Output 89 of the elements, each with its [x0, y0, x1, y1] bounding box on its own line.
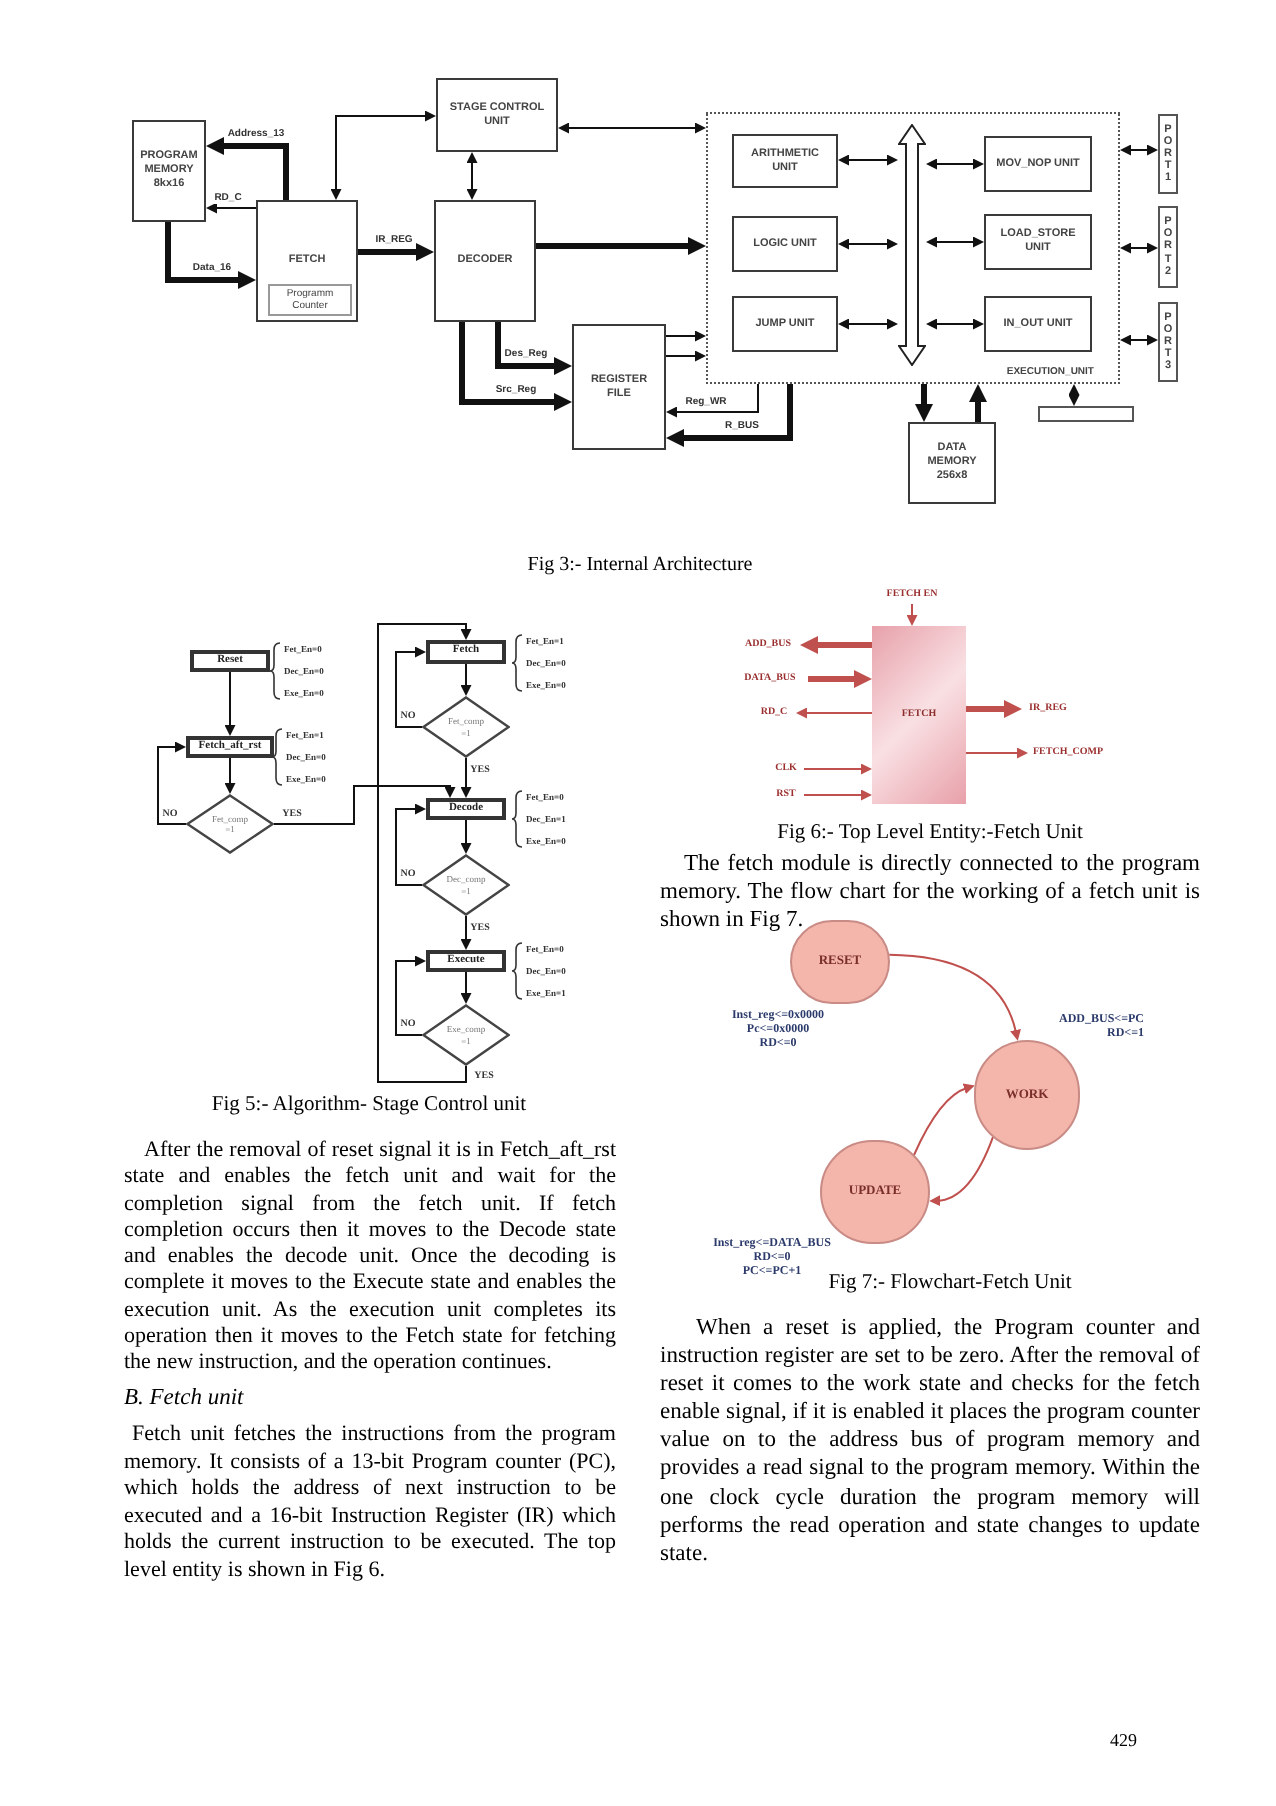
counter-block	[268, 284, 352, 316]
unit-block	[732, 296, 838, 352]
arrow	[838, 238, 898, 250]
arrow	[926, 318, 984, 330]
paragraph: When a reset is applied, the Program counter and instruction register are set to be zero. After the removal of reset it comes to the work state and checks for the fetch enable signal, if it is enabled it places the program counter value on to the address bus of program memory and provides a read signal to the program memory. Within the one clock cycle duration the program memory will performs the read operation and state changes to update state.	[660, 1314, 1200, 1568]
caption: 429	[1110, 1730, 1139, 1750]
arrow	[460, 971, 472, 1004]
arrow	[358, 243, 434, 261]
arrow	[395, 955, 426, 1036]
block	[256, 200, 358, 322]
arrow	[929, 1136, 994, 1206]
state-box	[426, 640, 506, 664]
arrow	[803, 763, 872, 775]
port-block	[1158, 206, 1178, 288]
arrow	[915, 384, 933, 422]
arrow	[224, 757, 236, 794]
block	[908, 422, 996, 504]
block	[132, 120, 206, 222]
arrow	[206, 137, 289, 200]
arrow	[926, 158, 984, 170]
state-box	[426, 950, 506, 972]
decision-diamond	[186, 794, 274, 854]
arrow	[888, 953, 1021, 1041]
decision-diamond	[422, 1004, 510, 1066]
arrow	[206, 202, 257, 214]
paragraph: Fetch unit fetches the instructions from the program memory. It consists of a 13-bit Program counter (PC), which holds the address of next instruction to be executed and a 16-bit Instruction Register (IR) which holds the current instruction to be executed. The top level entity is shown in Fig 6.	[124, 1422, 616, 1586]
arrow	[666, 384, 793, 447]
arrow	[912, 1083, 975, 1157]
arrow	[796, 707, 873, 719]
entity-block	[872, 626, 966, 804]
caption: Fig 7:- Flowchart-Fetch Unit	[826, 1272, 1074, 1296]
arrow	[460, 663, 472, 696]
caption: B. Fetch unit	[124, 1386, 246, 1412]
arrow	[803, 789, 872, 801]
unit-block	[984, 136, 1092, 192]
arrow	[1068, 384, 1080, 406]
arrow	[395, 646, 426, 728]
arrow	[800, 636, 872, 654]
arrow	[808, 670, 872, 688]
arrow	[165, 222, 256, 289]
state-box	[190, 650, 270, 672]
arrow	[665, 350, 706, 362]
arrow	[460, 915, 472, 950]
arrow	[666, 383, 759, 418]
execution-unit-frame	[706, 112, 1120, 384]
arrow	[838, 154, 898, 166]
port-block	[1158, 302, 1178, 382]
state-box	[186, 736, 274, 758]
arrow	[838, 318, 898, 330]
arrow	[906, 603, 918, 626]
arrow	[558, 122, 706, 134]
arrow	[377, 623, 472, 1083]
arrow	[157, 741, 187, 825]
arrow	[460, 757, 472, 798]
unit-block	[984, 214, 1092, 270]
arrow	[966, 700, 1022, 718]
port-block	[1158, 114, 1178, 194]
caption: Fig 6:- Top Level Entity:-Fetch Unit	[775, 822, 1085, 846]
arrow	[495, 322, 572, 375]
paragraph: After the removal of reset signal it is in Fetch_aft_rst state and enables the fetch unit and wait for the completion signal from the fetch unit. If fetch completion occurs then it moves to the Decode state and enables the decode unit. Once the decoding is complete it moves to the Execute state and enables the execution unit. As the execution unit completes its operation then it moves to the Fetch state for fetching the new instruction, and the operation continues.	[124, 1138, 616, 1378]
arrow	[1120, 144, 1158, 156]
arrow	[224, 671, 236, 736]
arrow	[330, 110, 436, 200]
arrow	[459, 322, 572, 411]
caption: Fig 5:- Algorithm- Stage Control unit	[209, 1094, 529, 1118]
unit-block	[984, 296, 1092, 352]
arrow	[460, 819, 472, 854]
caption: Fig 3:- Internal Architecture	[525, 554, 755, 578]
arrow	[1120, 334, 1158, 346]
arrow	[965, 747, 1028, 759]
arrow	[466, 152, 478, 200]
block	[434, 200, 536, 322]
connector-block	[1038, 406, 1134, 422]
unit-block	[732, 134, 838, 188]
block	[436, 78, 558, 152]
arrow	[926, 236, 984, 248]
arrow	[536, 237, 706, 255]
unit-block	[732, 216, 838, 272]
block	[572, 324, 666, 450]
arrow	[1120, 242, 1158, 254]
arrow	[665, 330, 706, 342]
paragraph: The fetch module is directly connected to the program memory. The flow chart for the working of a fetch unit is shown in Fig 7.	[660, 850, 1200, 934]
decision-diamond	[422, 854, 510, 916]
arrow	[969, 384, 987, 422]
decision-diamond	[422, 696, 510, 758]
arrow	[395, 803, 426, 886]
state-box	[426, 798, 506, 820]
arrow	[273, 785, 456, 825]
bus-bar	[898, 124, 926, 366]
